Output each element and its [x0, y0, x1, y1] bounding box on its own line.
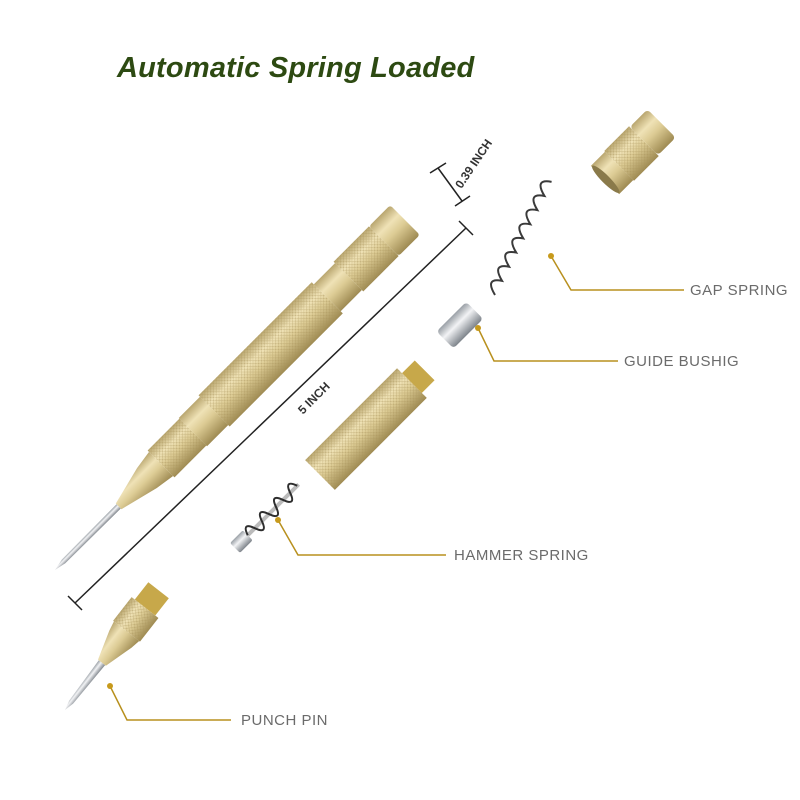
diameter-dimension-line — [429, 162, 471, 207]
callout-guide-bushing: GUIDE BUSHIG — [624, 353, 740, 370]
leader-lines — [109, 255, 684, 721]
middle-body-part — [305, 360, 435, 490]
guide-bushing-part — [438, 303, 482, 347]
punch-pin-part — [65, 582, 169, 710]
diagram-title: Automatic Spring Loaded — [117, 52, 475, 84]
hammer-spring-part — [230, 482, 301, 553]
cap-part — [590, 110, 675, 195]
gap-spring-part — [490, 180, 552, 296]
callout-punch-pin: PUNCH PIN — [241, 712, 329, 729]
callout-gap-spring: GAP SPRING — [690, 282, 789, 299]
callout-hammer-spring: HAMMER SPRING — [454, 547, 589, 564]
assembled-center-punch — [55, 206, 419, 570]
length-dimension-line — [67, 220, 474, 611]
